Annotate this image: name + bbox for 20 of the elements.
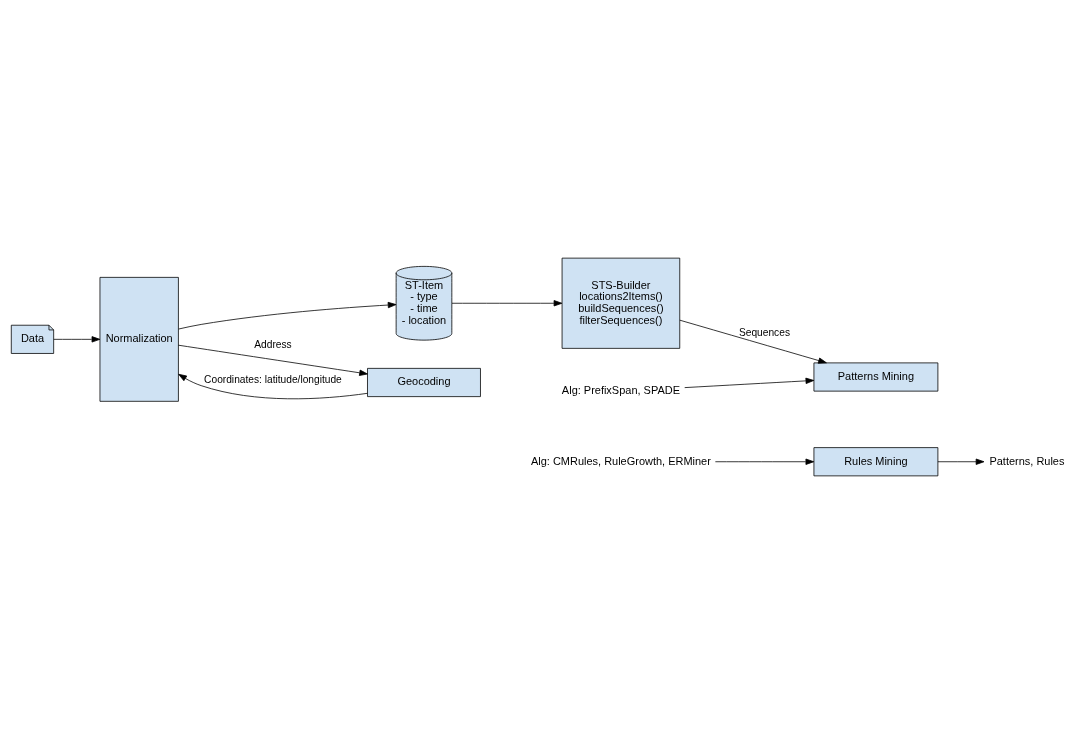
node-box: Rules Mining — [813, 446, 939, 476]
arrow — [684, 377, 815, 388]
node-box: Geocoding — [367, 367, 481, 397]
edge-label: Address — [254, 338, 292, 349]
arrow — [178, 373, 368, 399]
arrow — [178, 301, 397, 329]
node-box: Patterns Mining — [813, 362, 939, 391]
edge-label: Coordinates: latitude/longitude — [204, 373, 342, 385]
arrow — [679, 319, 827, 364]
node-text: Alg: PrefixSpan, SPADE — [561, 383, 680, 396]
node-box: Normalization — [99, 276, 179, 402]
arrow — [53, 335, 101, 342]
node-text: Patterns, Rules — [989, 454, 1065, 467]
node-box: STS-Builder locations2Items() buildSequences() filterSequences() — [561, 257, 681, 349]
arrow — [937, 458, 985, 465]
arrow — [178, 344, 368, 376]
edge-label: Sequences — [739, 326, 790, 338]
arrow — [714, 458, 815, 465]
node-text: Alg: CMRules, RuleGrowth, ERMiner — [531, 454, 711, 467]
arrow — [451, 299, 563, 306]
